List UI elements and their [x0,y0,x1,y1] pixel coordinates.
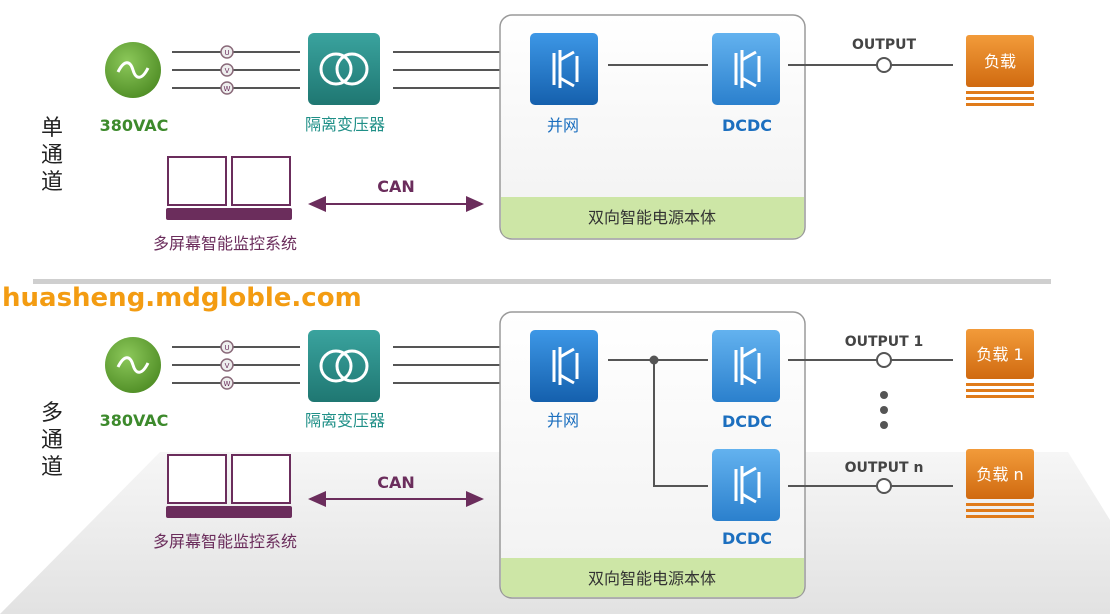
phase-v: V [225,67,230,75]
load-label: 负载 [984,52,1016,71]
transformer-icon [308,33,380,105]
phase-u: U [224,344,229,352]
multi-channel-section: 多 通 道 380VAC U V W 隔离变压器 [41,311,1034,599]
watermark-text: huasheng.mdgloble.com [2,283,362,313]
dcdc-module-n-label: DCDC [722,529,772,548]
dcdc-module-icon [712,33,780,105]
monitor-label: 多屏幕智能监控系统 [153,234,297,253]
grid-module-label: 并网 [547,116,579,135]
phase-lines [172,51,300,89]
load-1-icon [966,329,1034,379]
load-icon [966,35,1034,87]
dcdc-module-label: DCDC [722,116,772,135]
igbt-symbol-icon [552,50,579,88]
phase-u: U [224,49,229,57]
igbt-symbol-icon [734,50,761,88]
power-body-footer [501,558,804,597]
transformer-icon [308,330,380,402]
load-n-icon [966,449,1034,499]
can-label: CAN [377,473,415,492]
section-divider [33,279,1051,284]
monitor-label: 多屏幕智能监控系统 [153,532,297,551]
phase-w: W [224,85,231,93]
output-n-terminal-icon [876,478,892,494]
output-n-label: OUTPUT n [845,460,924,476]
igbt-grid-module-icon [530,330,598,402]
phase-w: W [224,380,231,388]
load-n-stripes [966,503,1034,518]
output-1-label: OUTPUT 1 [845,334,924,350]
can-label: CAN [377,177,415,196]
igbt-symbol-icon [734,466,761,504]
igbt-symbol-icon [552,347,579,385]
dcdc-module-1-label: DCDC [722,412,772,431]
transformer-label: 隔离变压器 [305,115,385,134]
single-channel-section: 单 通 道 380VAC U V W 隔离变压器 [41,14,1034,253]
load-n-label: 负载 n [976,465,1023,484]
phase-lines [172,346,300,384]
grid-module-label: 并网 [547,411,579,430]
power-body-label: 双向智能电源本体 [588,208,716,227]
phase-markers: U V W [220,45,234,95]
channel-label-char-1: 多 [41,401,63,426]
load-stripes [966,91,1034,106]
output-terminal-icon [876,57,892,73]
sine-wave-icon [116,356,150,374]
phase-v: V [225,362,230,370]
channel-label-char-2: 通 [41,428,63,453]
phase-markers: U V W [220,340,234,390]
sine-wave-icon [116,61,150,79]
igbt-symbol-icon [734,347,761,385]
igbt-grid-module-icon [530,33,598,105]
load-1-label: 负载 1 [976,345,1023,364]
monitor-system-icon [166,156,292,220]
ac-source-label: 380VAC [100,411,169,430]
output-label: OUTPUT [852,37,916,53]
bus-junction-dot [649,355,659,365]
dcdc-module-1-icon [712,330,780,402]
transformer-label: 隔离变压器 [305,411,385,430]
channel-label-char-3: 道 [41,455,63,480]
monitor-system-icon [166,454,292,518]
load-1-stripes [966,383,1034,398]
power-body-label: 双向智能电源本体 [588,569,716,588]
output-1-terminal-icon [876,352,892,368]
channel-label-char-1: 单 [41,116,63,141]
dcdc-module-n-icon [712,449,780,521]
channel-label-char-2: 通 [41,143,63,168]
power-body-footer [501,197,804,238]
ac-source-label: 380VAC [100,116,169,135]
ellipsis-dots [880,391,888,429]
channel-label-char-3: 道 [41,170,63,195]
